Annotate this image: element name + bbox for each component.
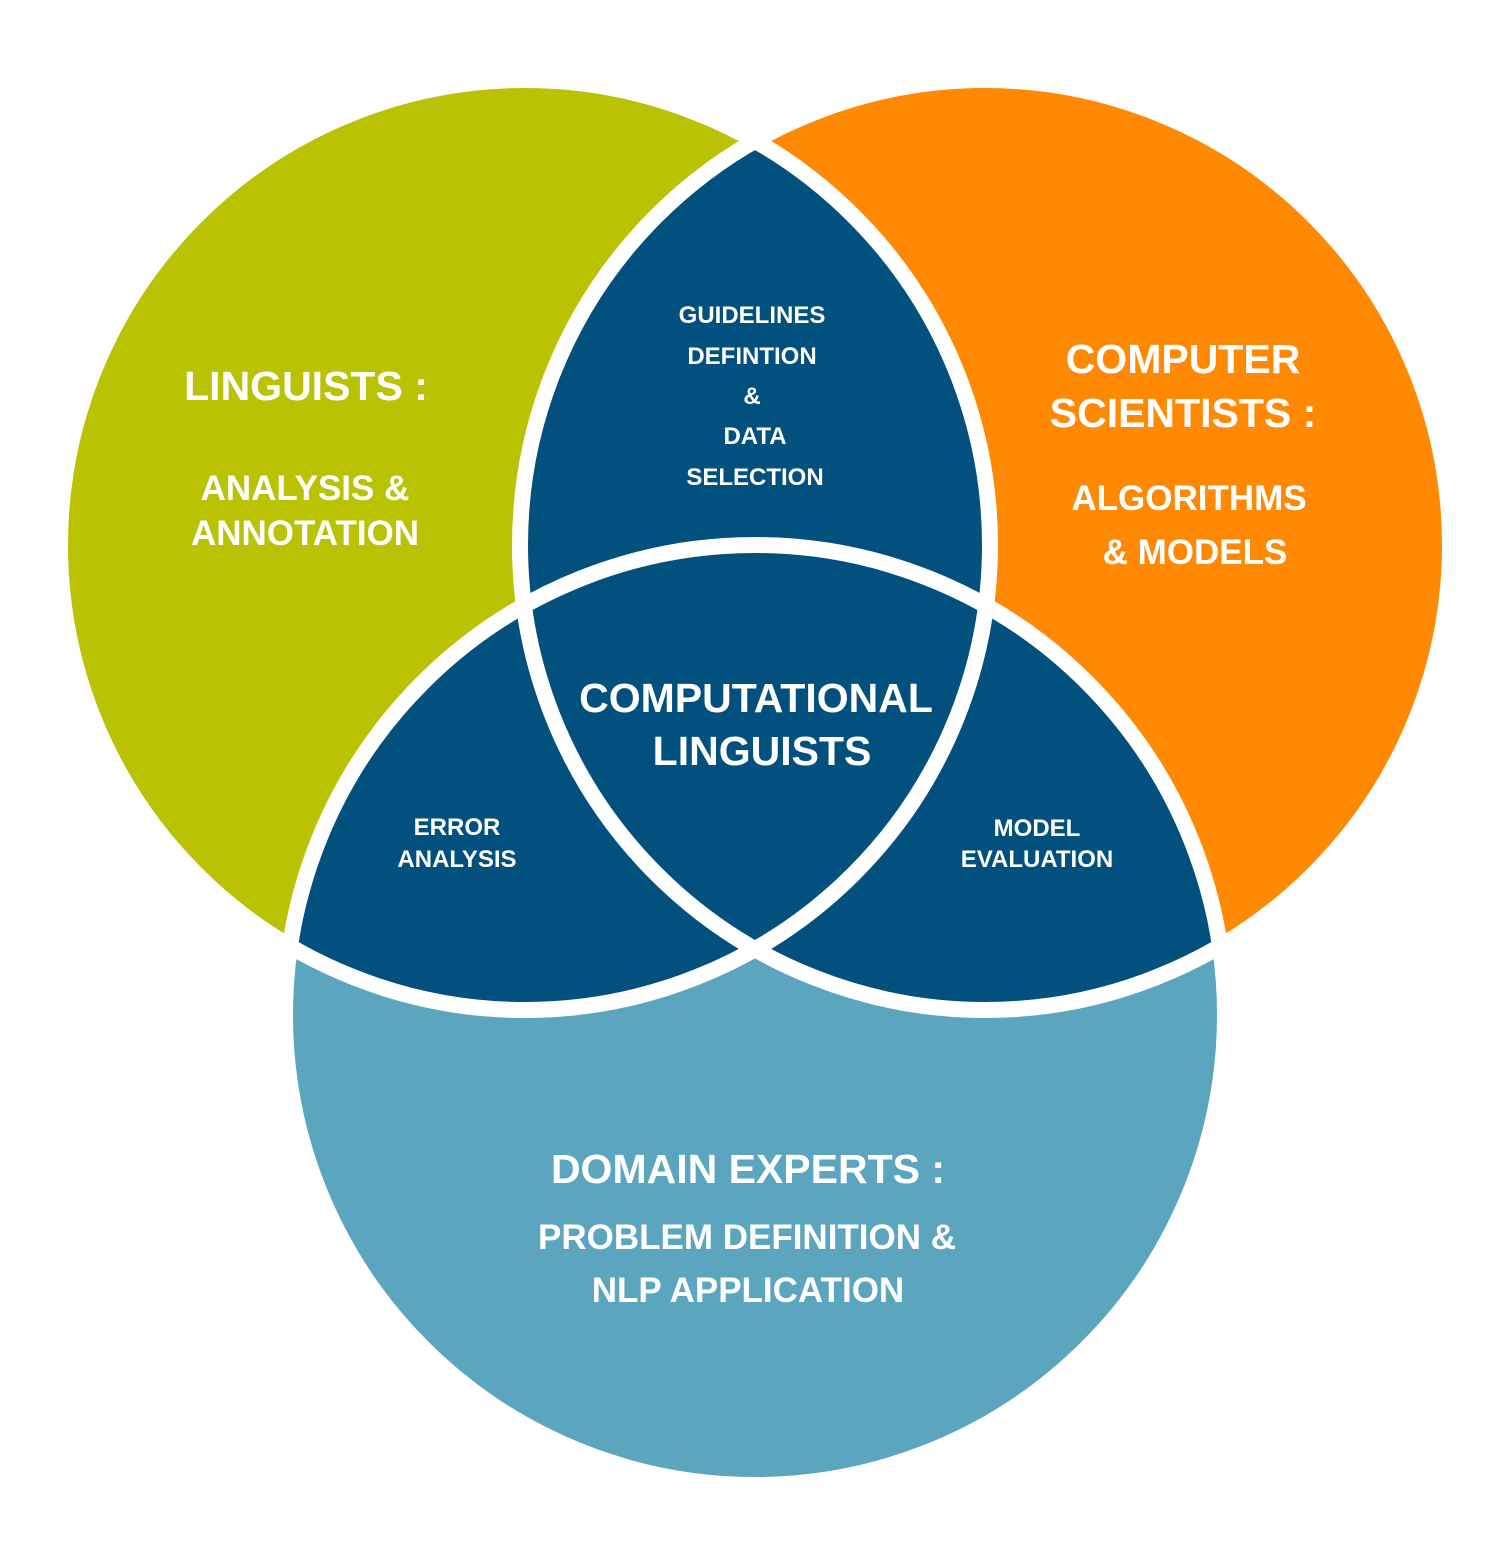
overlap-right-line-2: EVALUATION — [961, 846, 1113, 873]
overlap-left-line-2: ANALYSIS — [397, 846, 516, 873]
computer-scientists-title-line-2: SCIENTISTS : — [1050, 390, 1317, 436]
overlap-top-line-4: DATA — [723, 423, 786, 450]
overlap-linguists-domain-experts — [285, 545, 990, 1010]
overlap-top-line-2: DEFINTION — [687, 343, 816, 370]
center-label-line-1: COMPUTATIONAL — [579, 675, 933, 721]
linguists-title: LINGUISTS : — [184, 363, 428, 409]
overlap-right-line-1: MODEL — [994, 815, 1081, 842]
linguists-role-line-2: ANNOTATION — [191, 514, 419, 553]
computer-scientists-title-line-1: COMPUTER — [1066, 336, 1301, 382]
overlap-computer-scientists-domain-experts — [520, 545, 1225, 1010]
overlap-left-line-1: ERROR — [414, 814, 501, 841]
center-label-line-2: LINGUISTS — [653, 728, 872, 774]
overlap-top-line-1: GUIDELINES — [679, 302, 826, 329]
domain-experts-title: DOMAIN EXPERTS : — [551, 1146, 945, 1192]
computer-scientists-role-line-2: & MODELS — [1103, 533, 1288, 572]
domain-experts-role-line-1: PROBLEM DEFINITION & — [538, 1218, 956, 1257]
overlap-top-line-3: & — [743, 383, 760, 410]
circle-outlines — [52, 72, 1458, 1493]
linguists-role-line-1: ANALYSIS & — [201, 469, 410, 508]
computer-scientists-role-line-1: ALGORITHMS — [1071, 479, 1306, 518]
overlap-top-line-5: SELECTION — [686, 464, 823, 491]
domain-experts-role-line-2: NLP APPLICATION — [592, 1271, 904, 1310]
